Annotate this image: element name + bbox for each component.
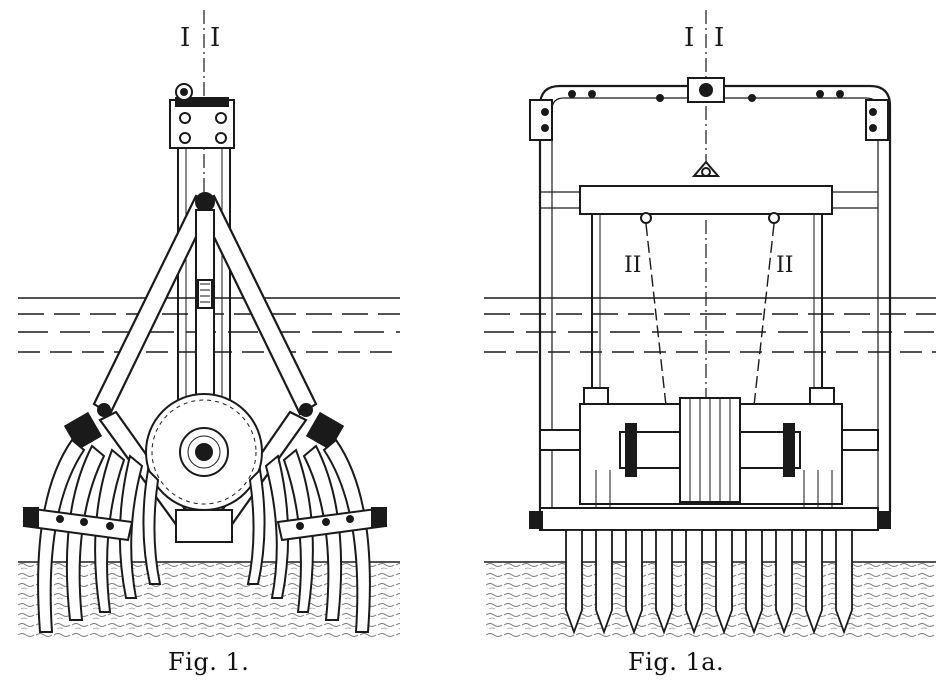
- fig1a-upper-beam: [579, 185, 833, 215]
- fig1a-caption: Fig. 1a.: [628, 648, 725, 676]
- fig1a-water-surface: [484, 297, 936, 353]
- fig1-drawing: [18, 10, 400, 638]
- fig1-right-tines: [246, 438, 371, 633]
- fig1-caption: Fig. 1.: [168, 648, 250, 676]
- fig1a-rope-mark-lower-left: II: [624, 253, 641, 278]
- fig1a-tines: [565, 529, 853, 635]
- fig1a-rope-mark-right: I: [714, 23, 724, 53]
- fig1a-drawing: [484, 10, 936, 638]
- fig1a-drum: [619, 397, 801, 503]
- fig1a-rope-mark-left: I: [684, 23, 694, 53]
- fig1a-rope-mark-lower-right: II: [776, 253, 793, 278]
- fig1a-ground: [484, 562, 936, 638]
- fig1-rope-mark-left: I: [180, 23, 190, 53]
- fig1-drum: [145, 393, 263, 511]
- fig1-head-block: [169, 99, 235, 149]
- fig1a-bottom-rail: [539, 507, 879, 531]
- fig1-left-tines: [37, 438, 162, 633]
- fig1-rope-mark-right: I: [210, 23, 220, 53]
